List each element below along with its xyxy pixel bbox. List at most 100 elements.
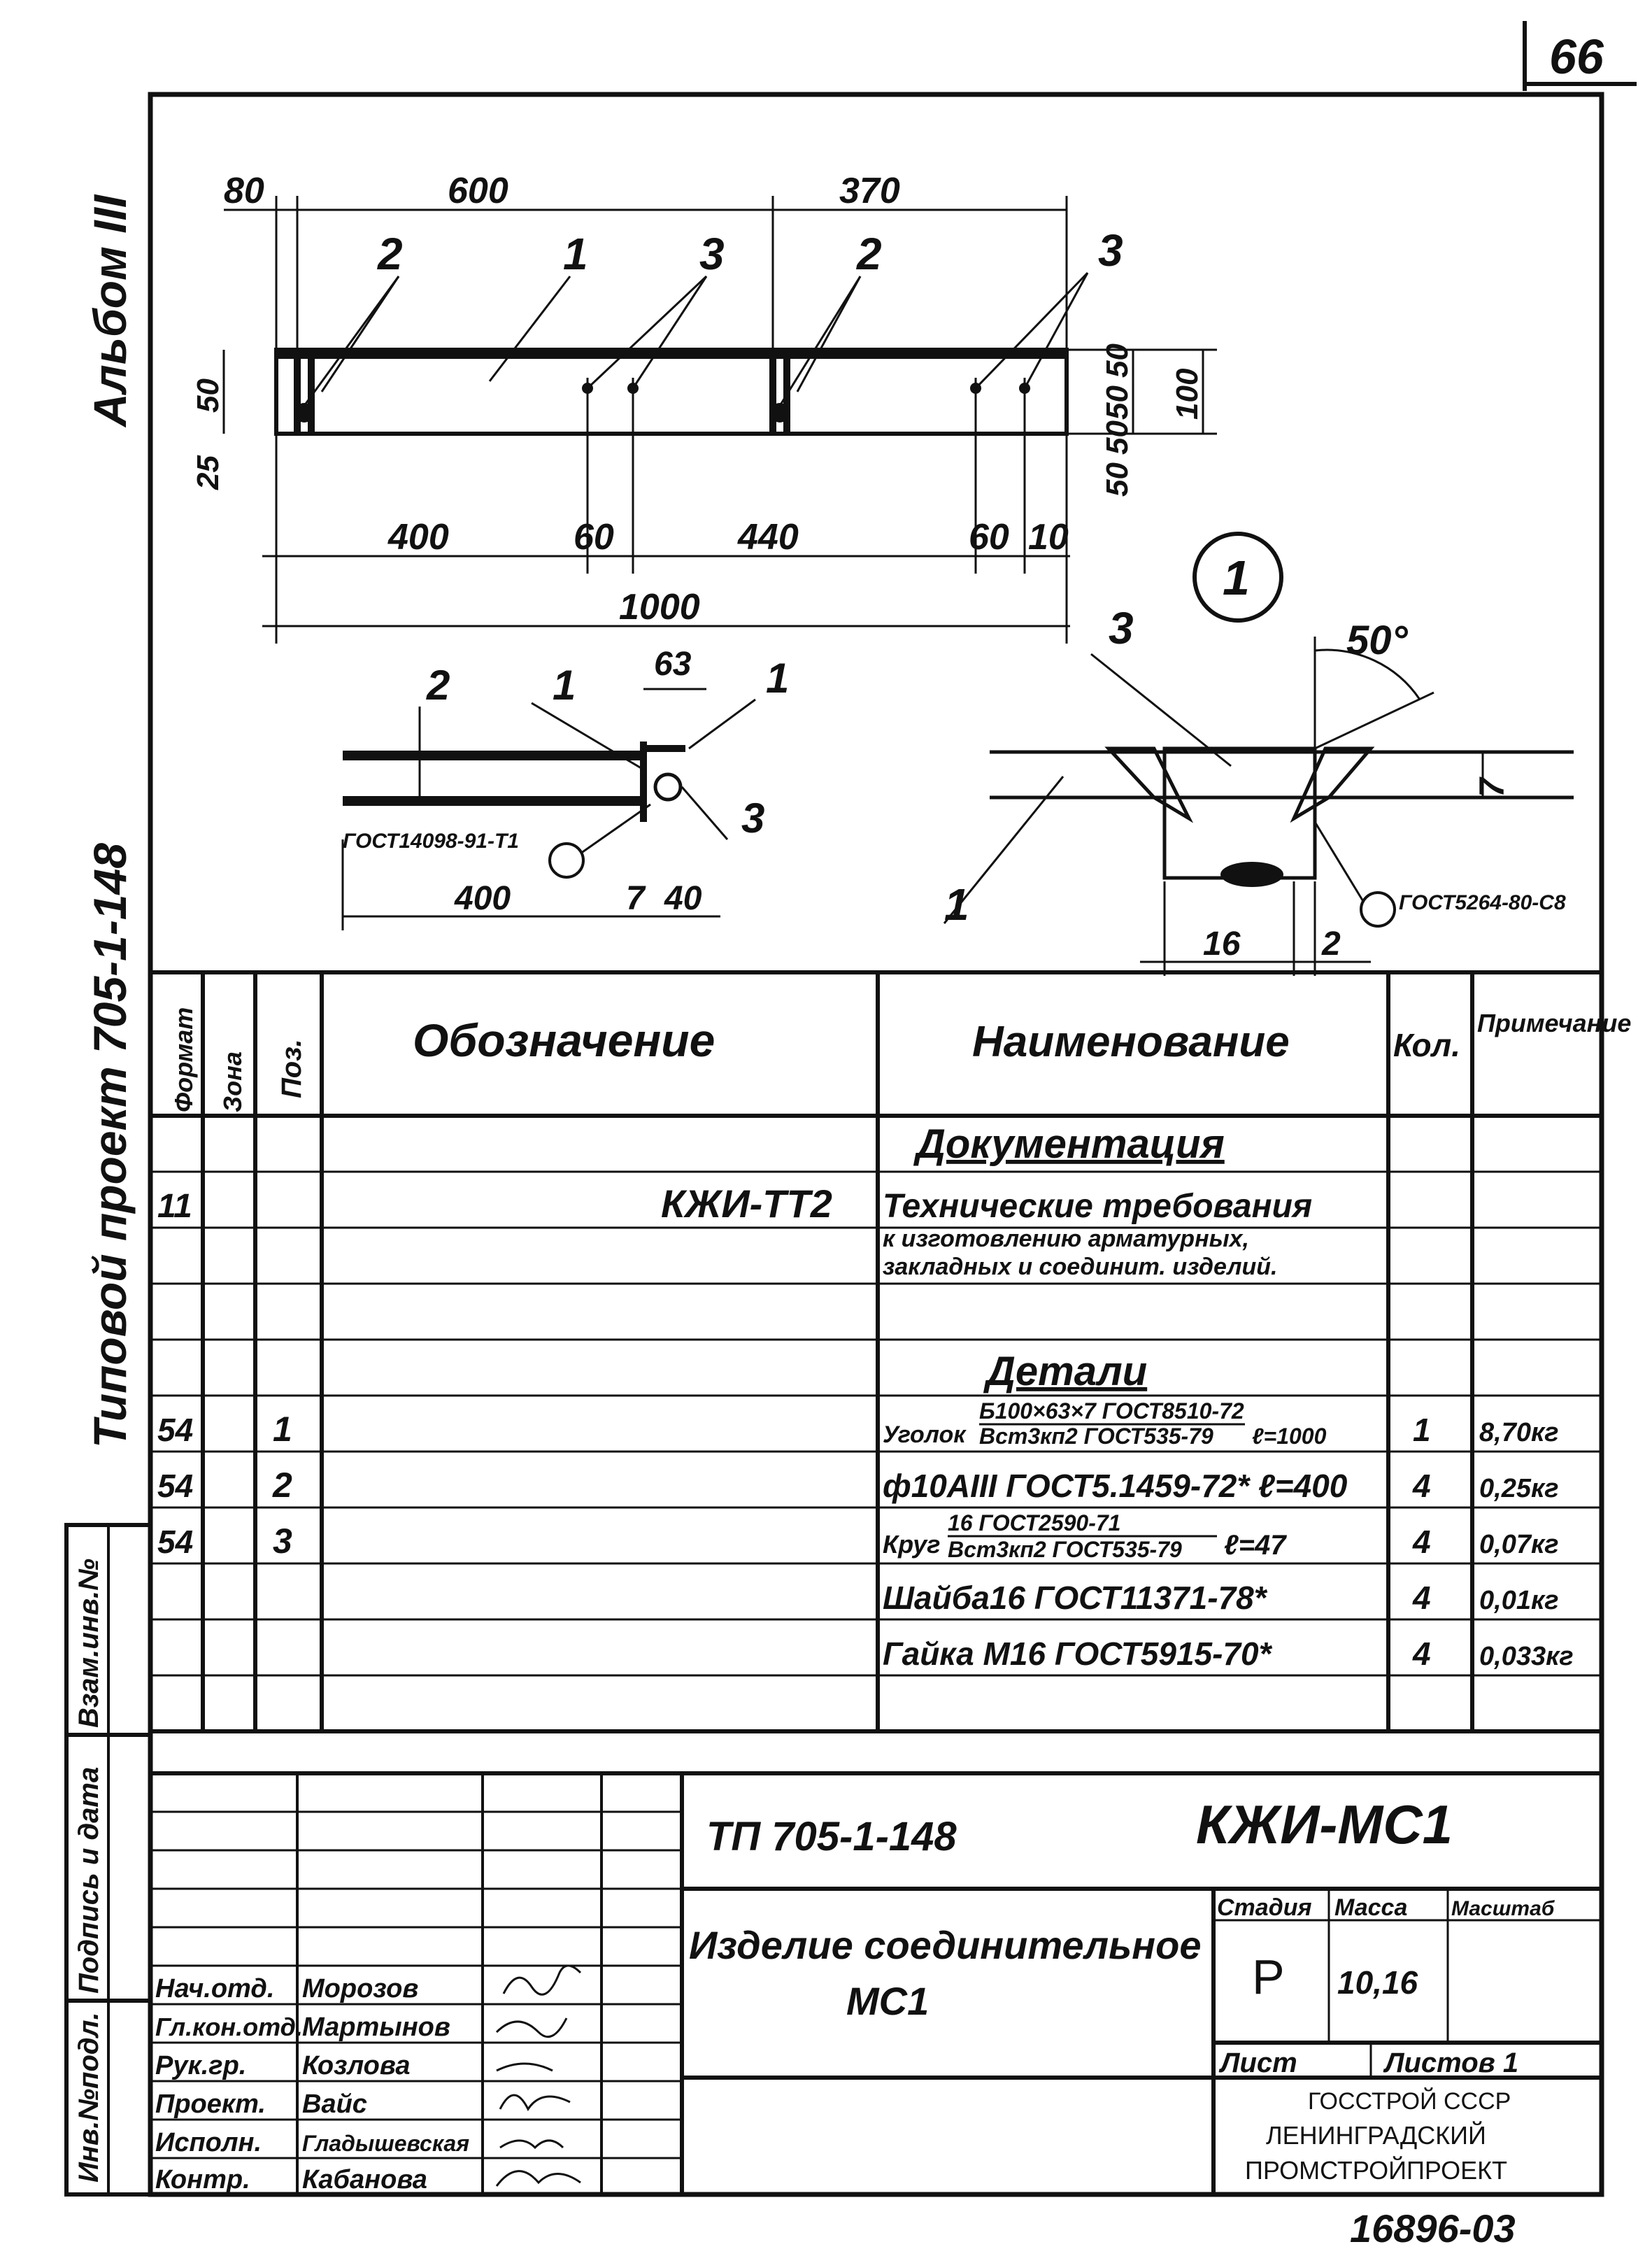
dim-left-25: 25	[191, 455, 225, 490]
dim-600: 600	[448, 171, 508, 211]
stage-value: Р	[1252, 1950, 1285, 2004]
sec-a-callout-1b: 1	[766, 655, 789, 702]
sec-b-callout-3: 3	[1109, 603, 1134, 653]
doc-name-1: Технические требования	[883, 1188, 1312, 1225]
album-label: Альбом III	[84, 194, 136, 428]
table-row: Гайка М16 ГОСТ5915-70* 4 0,033кг	[883, 1636, 1574, 1672]
row2-format: 54	[157, 1468, 193, 1504]
stage-label: Стадия	[1217, 1894, 1312, 1921]
dim-right-2: 50	[1100, 385, 1134, 420]
sec-b-angle: 50°	[1346, 618, 1409, 663]
dim-80: 80	[224, 171, 264, 211]
dim-bottom-60b: 60	[969, 517, 1009, 558]
sec-a-dim-7: 7	[626, 880, 646, 917]
row1-top: Б100×63×7 ГОСТ8510-72	[979, 1398, 1244, 1424]
hdr-qty: Кол.	[1393, 1027, 1460, 1063]
detail-marker-label: 1	[1223, 551, 1250, 605]
org-line3: ПРОМСТРОЙПРОЕКТ	[1245, 2155, 1507, 2185]
dim-bottom-60a: 60	[574, 517, 614, 558]
hdr-note: Примечание	[1477, 1009, 1631, 1037]
sec-b-dim-16: 16	[1203, 925, 1241, 963]
sec-a-callout-1a: 1	[553, 662, 576, 709]
elevation-drawing: 80 600 370 2 1 3 2 3 25 50 50 50 50 50 1…	[191, 171, 1217, 644]
project-label: Типовой проект 705-1-148	[84, 843, 136, 1448]
row2-qty: 4	[1412, 1468, 1431, 1504]
sec-a-dim-63: 63	[654, 646, 692, 683]
sig-role-4: Проект.	[155, 2090, 266, 2119]
title-line1: Изделие соединительное	[689, 1923, 1201, 1967]
row1-prefix: Уголок	[883, 1421, 967, 1448]
row3-prefix: Круг	[883, 1530, 940, 1559]
section-parts: Детали	[983, 1349, 1147, 1394]
sec-a-weld-std: ГОСТ14098-91-Т1	[343, 830, 519, 853]
dim-right-4: 50	[1100, 462, 1134, 497]
stamp-inv-label: Инв.№подл.	[73, 2012, 104, 2183]
row4-qty: 4	[1412, 1580, 1431, 1616]
title-block: Нач.отд. Морозов Гл.кон.отд. Мартынов Ру…	[150, 1771, 1602, 2194]
table-row: Шайба16 ГОСТ11371-78* 4 0,01кг	[883, 1580, 1559, 1616]
mass-label: Масса	[1334, 1894, 1407, 1921]
table-row: 54 3 Круг 16 ГОСТ2590-71 Вст3кп2 ГОСТ535…	[157, 1510, 1559, 1562]
sig-name-6: Кабанова	[302, 2165, 427, 2194]
callout-3b: 3	[1098, 225, 1123, 276]
sig-name-3: Козлова	[302, 2051, 410, 2080]
table-row: 54 2 ф10АIII ГОСТ5.1459-72* ℓ=400 4 0,25…	[157, 1466, 1559, 1505]
callout-2a: 2	[377, 229, 403, 279]
sheets-label: Листов 1	[1383, 2048, 1518, 2078]
row3-qty: 4	[1412, 1524, 1431, 1560]
signature-scribbles	[495, 1964, 582, 2187]
dim-bottom-10: 10	[1028, 517, 1069, 558]
dim-right-100: 100	[1170, 368, 1204, 420]
row1-format: 54	[157, 1412, 193, 1448]
row3-bottom: Вст3кп2 ГОСТ535-79	[948, 1537, 1182, 1562]
row3-top: 16 ГОСТ2590-71	[948, 1510, 1120, 1535]
row2-pos: 2	[272, 1466, 292, 1505]
footer-code: 16896-03	[1350, 2206, 1516, 2250]
row3-pos: 3	[273, 1521, 292, 1561]
hdr-format: Формат	[169, 1007, 198, 1112]
row1-suffix: ℓ=1000	[1252, 1424, 1327, 1449]
hdr-pos: Поз.	[276, 1039, 307, 1098]
section-documentation: Документация	[913, 1121, 1225, 1167]
org-line2: ЛЕНИНГРАДСКИЙ	[1266, 2120, 1486, 2150]
row1-pos: 1	[273, 1410, 292, 1449]
dim-right-1: 50	[1100, 343, 1134, 378]
detail-marker	[1192, 532, 1283, 623]
row1-bottom: Вст3кп2 ГОСТ535-79	[979, 1424, 1213, 1449]
hdr-zone: Зона	[218, 1051, 247, 1112]
row2-name: ф10АIII ГОСТ5.1459-72* ℓ=400	[883, 1468, 1348, 1504]
sig-role-2: Гл.кон.отд.	[155, 2013, 303, 2041]
section-a-drawing: 2 1 1 3 63 ГОСТ14098-91-Т1 400 7 40	[341, 646, 789, 930]
row5-qty: 4	[1412, 1636, 1431, 1672]
dim-overall-1000: 1000	[619, 587, 700, 627]
hdr-name: Наименование	[972, 1018, 1290, 1066]
sec-b-dim-2: 2	[1321, 925, 1341, 963]
row1-note: 8,70кг	[1479, 1418, 1559, 1447]
sig-role-1: Нач.отд.	[155, 1974, 274, 2003]
sheet-frame	[148, 92, 1604, 2197]
sig-role-5: Исполн.	[155, 2128, 262, 2157]
row1-qty: 1	[1413, 1412, 1431, 1448]
callout-1: 1	[563, 229, 588, 279]
sec-b-weld-std: ГОСТ5264-80-С8	[1399, 891, 1566, 914]
side-stamp: Инв.№подл. Подпись и дата Взам.инв.№	[64, 1523, 152, 2197]
sig-name-2: Мартынов	[302, 2013, 450, 2042]
scale-label: Масштаб	[1451, 1897, 1555, 1920]
sec-b-dim-7: 7	[1472, 776, 1511, 797]
sec-a-dim-40: 40	[664, 880, 702, 917]
sig-role-3: Рук.гр.	[155, 2051, 246, 2080]
sec-a-dim-400: 400	[454, 880, 511, 917]
dim-left-50: 50	[191, 378, 225, 413]
hatch-section	[1220, 862, 1283, 887]
dim-370: 370	[839, 171, 900, 211]
doc-designation: КЖИ-ТТ2	[661, 1182, 832, 1226]
section-b-drawing: 1 50° 3 1 7 ГОСТ5264-80-С8 16 2	[943, 532, 1574, 976]
callout-2b: 2	[856, 229, 882, 279]
dim-right-3: 50	[1100, 420, 1134, 455]
row3-suffix: ℓ=47	[1224, 1530, 1287, 1561]
doc-format: 11	[157, 1188, 192, 1225]
project-code: ТП 705-1-148	[706, 1814, 957, 1859]
sec-b-callout-1: 1	[944, 879, 969, 930]
sig-name-4: Вайс	[302, 2090, 367, 2119]
